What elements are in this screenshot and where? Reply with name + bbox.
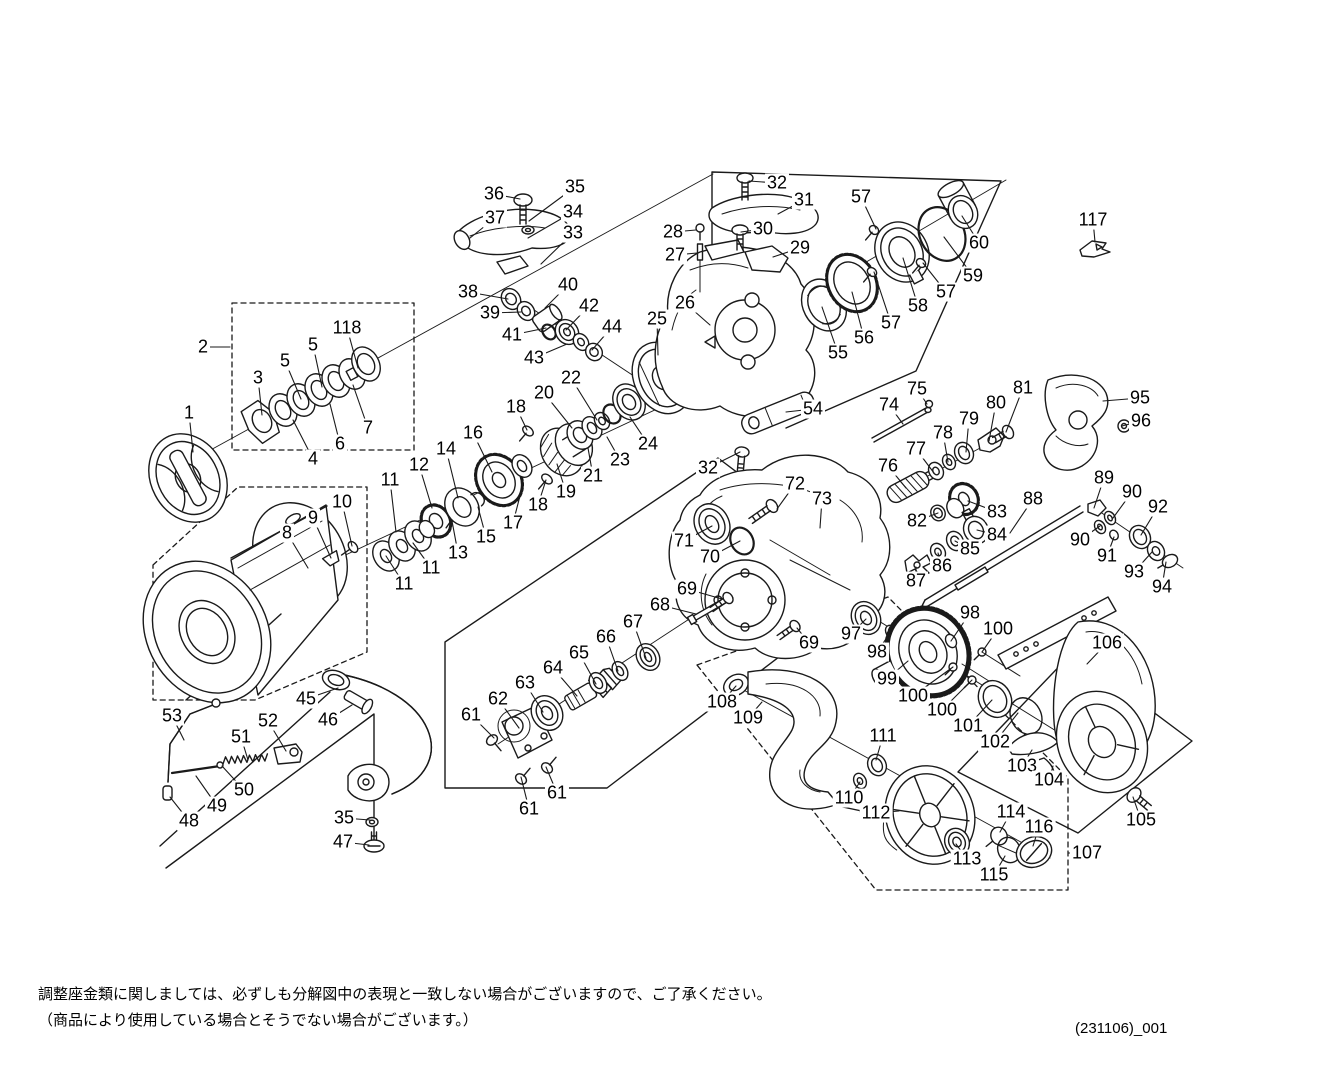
bearing-111 <box>866 753 888 777</box>
pin-27 <box>696 243 704 293</box>
knob-cap-116 <box>1015 835 1053 869</box>
kick-lever-group <box>162 698 303 801</box>
rotor-nut-58 <box>874 221 930 285</box>
handle-nut-108 <box>722 673 750 697</box>
guide-shaft-74 <box>871 399 934 443</box>
spool-group-box <box>152 486 368 701</box>
washer-22 <box>593 411 611 431</box>
bearing-67 <box>635 642 661 672</box>
drag-washer-group-box <box>231 302 415 451</box>
bearing-113 <box>943 827 971 857</box>
drag-washer-stack <box>240 346 381 445</box>
spool <box>142 502 359 704</box>
handle-shaft <box>835 797 893 818</box>
washer-35a <box>521 225 535 235</box>
spring-51 <box>222 753 269 765</box>
guard-spring-103 <box>1007 732 1059 756</box>
handle-group-box <box>696 596 1069 891</box>
cap-48 <box>162 785 173 801</box>
footnote-line-2: （商品により使用している場合とそうでない場合がございます。） <box>38 1012 478 1029</box>
pin-50 <box>216 761 224 769</box>
screw-81 <box>991 424 1015 444</box>
screw-36 <box>513 193 533 225</box>
washer-14 <box>444 487 480 527</box>
bail-arm-left-37 <box>453 208 571 275</box>
ratchet-gear-12 <box>418 503 453 539</box>
screw-57b <box>911 257 927 274</box>
screw-72 <box>748 498 779 525</box>
screw-94 <box>1157 553 1179 569</box>
cap-114 <box>985 826 1008 848</box>
bail-crank <box>347 763 390 802</box>
footnote-line-1: 調整座金類に関しましては、必ずしも分解図中の表現と一致しない場合がございますので… <box>38 986 772 1003</box>
tube-101 <box>961 651 1021 719</box>
washer-110 <box>852 772 868 790</box>
slider-52 <box>273 743 303 765</box>
bail-piece-29 <box>744 245 789 273</box>
roller-92 <box>1128 524 1152 550</box>
clip-117 <box>1079 240 1111 258</box>
rod-49 <box>170 764 222 775</box>
spool-screw-10 <box>340 540 359 556</box>
bearing-63 <box>530 695 564 731</box>
oscillating-shaft-88 <box>919 505 1084 611</box>
spring-clip-87 <box>904 554 932 576</box>
washer-65 <box>588 671 608 695</box>
screw-18a <box>518 425 534 442</box>
document-code: (231106)_001 <box>1075 1020 1168 1037</box>
screw-61c <box>540 756 557 774</box>
screw-18b <box>537 473 553 490</box>
screw-47 <box>363 831 385 853</box>
screw-61b <box>514 767 531 785</box>
body-guard-95 <box>1043 374 1109 471</box>
washer-35b <box>365 816 379 828</box>
screw-32b <box>734 446 750 473</box>
wire-clip-104 <box>1037 757 1057 786</box>
o-ring-91 <box>1109 529 1119 541</box>
screw-69a <box>709 591 734 613</box>
pawl-89 <box>1087 499 1107 517</box>
washer-90a <box>1103 510 1117 526</box>
pinion-cap-84 <box>961 507 990 545</box>
roller-screw-46 <box>343 690 374 715</box>
bail-arm-right-31 <box>704 193 819 273</box>
roller-parts-38-44 <box>500 287 604 362</box>
rotor-bell-26 <box>654 246 816 418</box>
drag-knob <box>148 433 228 523</box>
screw-105 <box>1126 787 1152 811</box>
screw-28 <box>695 223 705 241</box>
screw-57a <box>864 224 880 241</box>
rotor-cup <box>1055 690 1149 794</box>
collar-60 <box>937 179 979 230</box>
screw-30 <box>731 224 749 251</box>
anti-reverse-ring-56 <box>825 252 879 314</box>
ball-75 <box>924 399 934 409</box>
seal-cup-71 <box>693 503 731 545</box>
washer-86 <box>929 542 947 562</box>
o-ring-70 <box>729 526 755 556</box>
pinion-gear-16 <box>473 452 525 508</box>
bail-wire <box>321 669 432 853</box>
screw-61a <box>485 734 502 752</box>
bail-clip-33 <box>496 255 529 275</box>
handle-arm-109 <box>747 669 839 810</box>
washer-17 <box>511 454 533 478</box>
reel-body-73 <box>668 454 891 660</box>
